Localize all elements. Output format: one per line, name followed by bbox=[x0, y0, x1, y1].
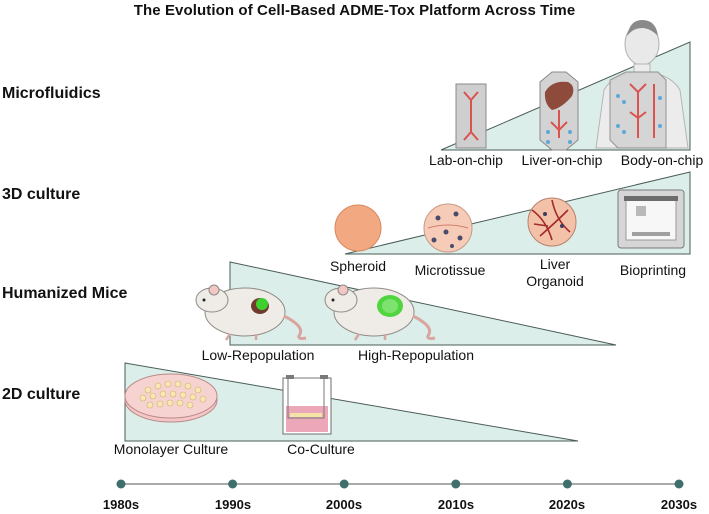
label-high-repopulation: High-Repopulation bbox=[358, 347, 474, 363]
label-spheroid: Spheroid bbox=[329, 258, 387, 274]
diagram-title: The Evolution of Cell-Based ADME-Tox Pla… bbox=[133, 2, 576, 19]
row-label-3d-culture: 3D culture bbox=[2, 186, 81, 203]
mouse-low-repopulation-icon bbox=[195, 284, 307, 341]
row-label-2d-culture: 2D culture bbox=[2, 386, 81, 403]
lab-on-chip-icon bbox=[455, 83, 487, 149]
row-label-humanized-mice: Humanized Mice bbox=[2, 285, 128, 302]
timeline-label-1980s: 1980s bbox=[102, 497, 140, 512]
spheroid-icon bbox=[334, 204, 382, 252]
co-culture-well-icon bbox=[282, 375, 332, 435]
body-on-chip-icon bbox=[595, 20, 689, 149]
microtissue-icon bbox=[423, 203, 473, 253]
timeline-label-2020s: 2020s bbox=[548, 497, 586, 512]
label-liver-on-chip: Liver-on-chip bbox=[521, 152, 603, 168]
timeline-dot-2030s bbox=[674, 479, 684, 489]
timeline-dot-2010s bbox=[451, 479, 461, 489]
label-low-repopulation: Low-Repopulation bbox=[201, 347, 315, 363]
petri-dish-icon bbox=[124, 373, 218, 423]
label-monolayer-culture: Monolayer Culture bbox=[113, 441, 229, 457]
mouse-high-repopulation-icon bbox=[324, 284, 436, 341]
label-liver-organoid: Liver Organoid bbox=[526, 256, 584, 289]
timeline-label-1990s: 1990s bbox=[214, 497, 252, 512]
liver-on-chip-icon bbox=[539, 71, 579, 151]
label-co-culture: Co-Culture bbox=[287, 441, 355, 457]
label-body-on-chip: Body-on-chip bbox=[620, 152, 704, 168]
bioprinter-icon bbox=[617, 189, 685, 249]
timeline-dot-1980s bbox=[116, 479, 126, 489]
timeline-label-2000s: 2000s bbox=[325, 497, 363, 512]
liver-organoid-icon bbox=[527, 197, 577, 247]
timeline-label-2030s: 2030s bbox=[660, 497, 698, 512]
timeline-dot-1990s bbox=[228, 479, 238, 489]
timeline-dot-2020s bbox=[562, 479, 572, 489]
timeline-dot-2000s bbox=[339, 479, 349, 489]
label-microtissue: Microtissue bbox=[414, 262, 486, 278]
label-lab-on-chip: Lab-on-chip bbox=[429, 152, 503, 168]
timeline-dots bbox=[116, 479, 684, 489]
timeline-label-2010s: 2010s bbox=[437, 497, 475, 512]
row-label-microfluidics: Microfluidics bbox=[2, 85, 101, 102]
label-bioprinting: Bioprinting bbox=[619, 262, 687, 278]
